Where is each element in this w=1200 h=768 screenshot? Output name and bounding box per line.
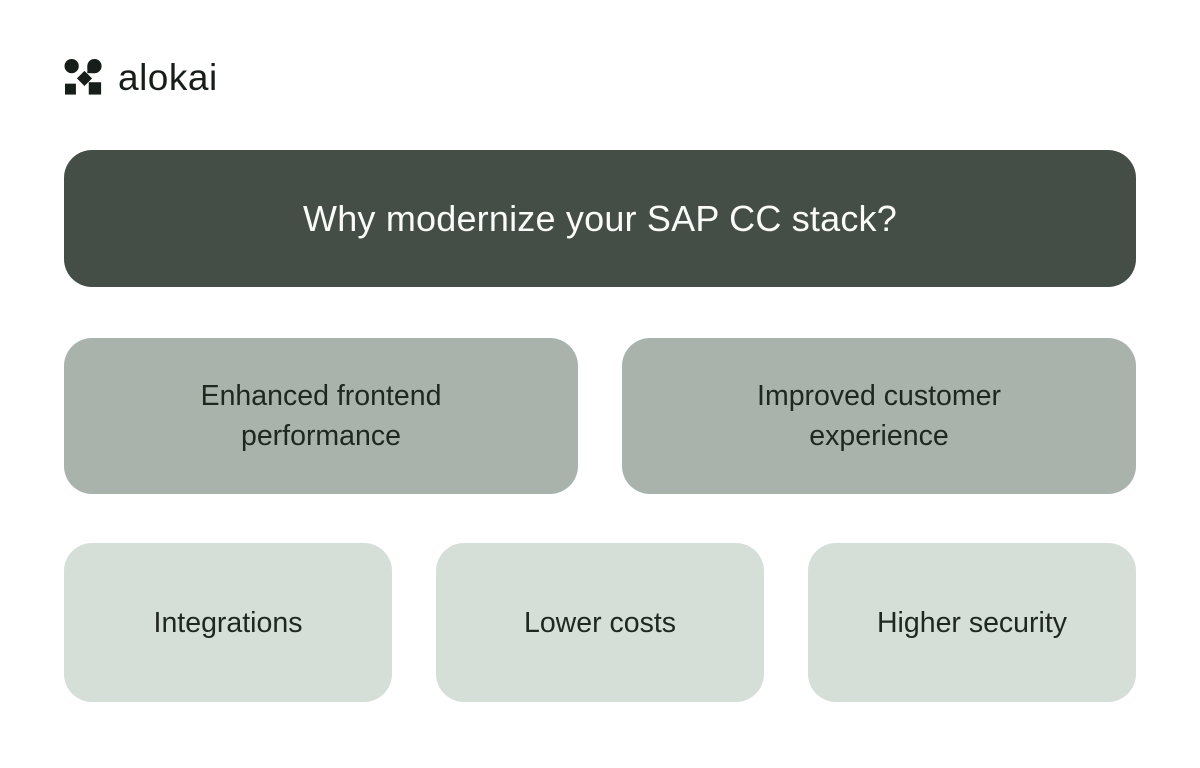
title-card: Why modernize your SAP CC stack? [64,150,1136,287]
secondary-benefits-row: Integrations Lower costs Higher security [64,543,1136,702]
benefit-card-label: Enhanced frontend performance [200,380,442,452]
brand-name: alokai [118,56,218,98]
benefit-card-enhanced-frontend-performance: Enhanced frontend performance [64,338,578,494]
benefit-card-label: Integrations [153,606,303,639]
benefit-card-higher-security: Higher security [808,543,1136,702]
benefit-card-label: Higher security [876,606,1068,639]
alokai-logo-icon [64,58,104,96]
benefit-card-label: Lower costs [523,606,677,639]
slide-title: Why modernize your SAP CC stack? [303,197,897,239]
brand-logo: alokai [64,58,218,96]
benefit-card-label: Improved customer experience [757,380,1001,452]
benefit-card-integrations: Integrations [64,543,392,702]
benefit-card-lower-costs: Lower costs [436,543,764,702]
primary-benefits-row: Enhanced frontend performance Improved c… [64,338,1136,494]
benefit-card-improved-customer-experience: Improved customer experience [622,338,1136,494]
